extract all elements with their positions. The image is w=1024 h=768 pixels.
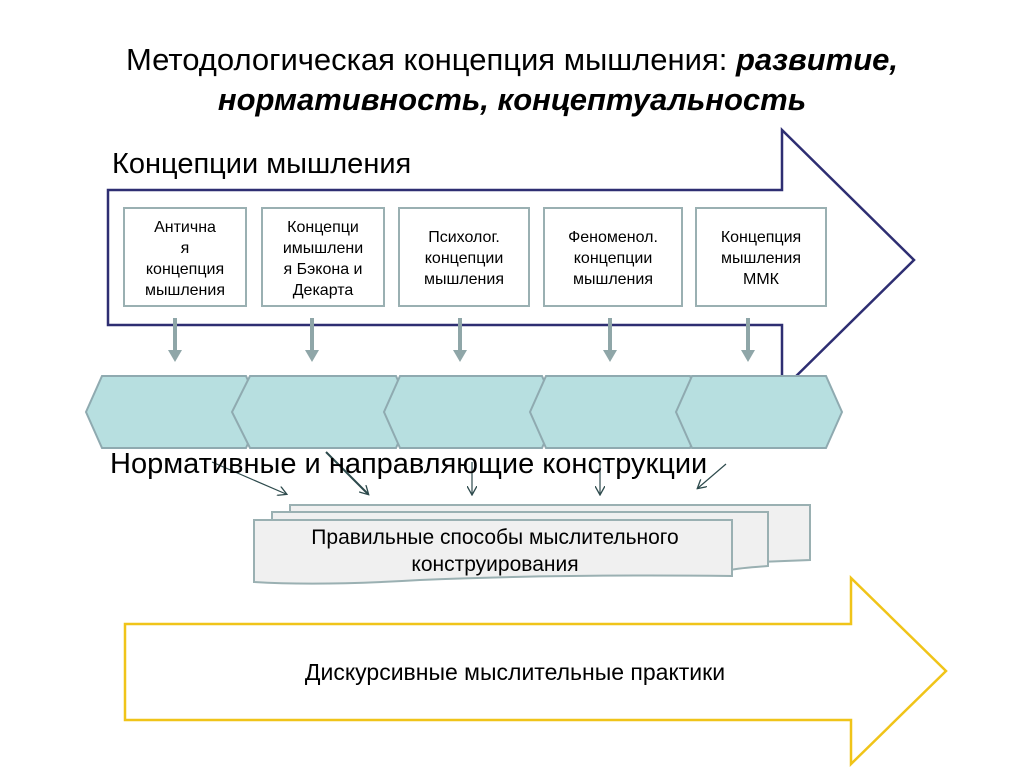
concept-box-mmk: Концепция мышления ММК (695, 207, 827, 307)
method-arrow-1 (211, 461, 286, 494)
hexagon-1 (84, 375, 264, 449)
concept-line: мышления (572, 271, 653, 288)
hexagon-4 (528, 375, 708, 449)
concept-line: мышления (144, 282, 225, 299)
hexagon-3 (382, 375, 560, 449)
concept-line: Феноменол. (568, 229, 658, 246)
title-emphasis-1: развитие, (735, 42, 898, 77)
concept-line: концепции (424, 250, 504, 267)
concept-line: мышления (423, 271, 504, 288)
hexagon-chain (84, 375, 844, 449)
concept-box-antique: Антична я концепция мышления (123, 207, 247, 307)
connector-3 (453, 318, 467, 362)
normative-constructs-label: Нормативные и направляющие конструкции (110, 448, 708, 480)
connector-1 (168, 318, 182, 362)
concept-box-phenomenological: Феноменол. концепции мышления (543, 207, 683, 307)
connector-4 (603, 318, 617, 362)
concept-line: Психолог. (428, 229, 500, 246)
concept-line: Декарта (292, 282, 354, 299)
method-connectors (211, 451, 727, 494)
concepts-header: Концепции мышления (112, 148, 412, 180)
concept-line: Концепци (287, 219, 359, 236)
concept-line: концепции (573, 250, 653, 267)
concept-line: Антична (154, 219, 216, 236)
title-plain: Методологическая концепция мышления: (126, 42, 728, 77)
concept-box-psychological: Психолог. концепции мышления (398, 207, 530, 307)
concept-box-bacon-descartes: Концепци имышлени я Бэкона и Декарта (261, 207, 385, 307)
page-title: Методологическая концепция мышления: раз… (0, 40, 1024, 120)
concept-connectors (168, 318, 755, 362)
title-emphasis-2: нормативность, концептуальность (217, 82, 807, 117)
connector-2 (305, 318, 319, 362)
method-arrow-2 (325, 451, 368, 494)
connector-5 (741, 318, 755, 362)
practices-label: Дискурсивные мыслительные практики (304, 659, 726, 685)
doc-front (253, 519, 733, 585)
concept-line: имышлени (282, 240, 364, 257)
concept-line: я (180, 240, 190, 257)
method-arrow-5 (698, 463, 727, 488)
methods-document-stack (253, 504, 811, 585)
hexagon-5 (674, 375, 844, 449)
concept-line: концепция (145, 261, 225, 278)
hexagon-2 (230, 375, 414, 449)
concept-line: я Бэкона и (283, 261, 363, 278)
concept-line: ММК (743, 271, 779, 288)
methods-label: Правильные способы мыслительного констру… (311, 526, 679, 576)
practices-arrow (123, 575, 948, 767)
concept-line: мышления (720, 250, 801, 267)
concept-line: Концепция (720, 229, 802, 246)
